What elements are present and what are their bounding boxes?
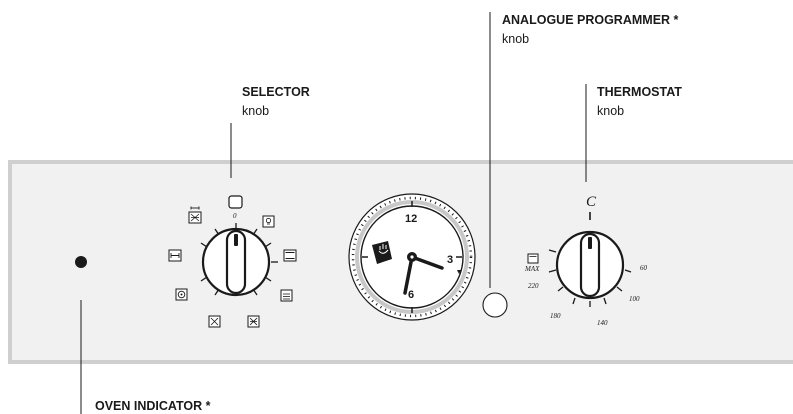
thermostat-max-label: MAX [524, 265, 540, 273]
programmer-adjust-button[interactable] [482, 292, 508, 318]
grill-icon [168, 249, 182, 262]
thermostat-knob-pointer [588, 237, 592, 249]
indicator-title: OVEN INDICATOR * [95, 399, 211, 413]
thermostat-temp-180: 180 [550, 312, 561, 320]
selector-knob-pointer [234, 234, 238, 246]
selector-knob-grip [225, 229, 247, 295]
programmer-number-12: 12 [405, 213, 417, 225]
thermostat-knob-group: C MAX 60 100 140 180 220 [524, 194, 648, 327]
thermostat-top-mark: C [586, 194, 597, 210]
programmer-hand-long [403, 255, 414, 295]
oven-max-icon [527, 253, 539, 264]
light-bulb-icon [262, 215, 275, 228]
thermostat-title: THERMOSTAT [597, 85, 682, 99]
programmer-hand-short [410, 255, 444, 270]
bottom-heat-icon [280, 289, 293, 302]
programmer-sub: knob [502, 32, 529, 46]
programmer-group: 12 3 6 [348, 193, 476, 321]
selector-sub: knob [242, 104, 269, 118]
convection-fan-icon [175, 288, 188, 301]
fan-grill-icon [208, 315, 221, 328]
programmer-number-6: 6 [408, 289, 414, 301]
programmer-number-3: 3 [447, 254, 453, 266]
off-lamp-icon [228, 195, 243, 209]
thermostat-ticks [548, 249, 632, 307]
thermostat-sub: knob [597, 104, 624, 118]
programmer-title: ANALOGUE PROGRAMMER * [502, 13, 679, 27]
double-grill-icon [188, 206, 202, 224]
programmer-pointer-triangle [457, 270, 461, 274]
manual-hand-icon [372, 241, 392, 264]
thermostat-temp-60: 60 [640, 264, 648, 272]
oven-indicator-light [75, 256, 87, 268]
top-bottom-heat-icon [283, 249, 297, 262]
thermostat-temp-100: 100 [629, 295, 640, 303]
thermostat-knob-grip [579, 232, 601, 298]
fan-defrost-icon [247, 315, 260, 328]
thermostat-temp-220: 220 [528, 282, 539, 290]
programmer-dots-ring [351, 196, 473, 318]
selector-zero-mark: 0 [233, 212, 237, 220]
thermostat-temp-140: 140 [597, 319, 608, 327]
selector-knob-group: 0 [168, 195, 297, 328]
selector-title: SELECTOR [242, 85, 310, 99]
programmer-hub-center [410, 255, 414, 259]
